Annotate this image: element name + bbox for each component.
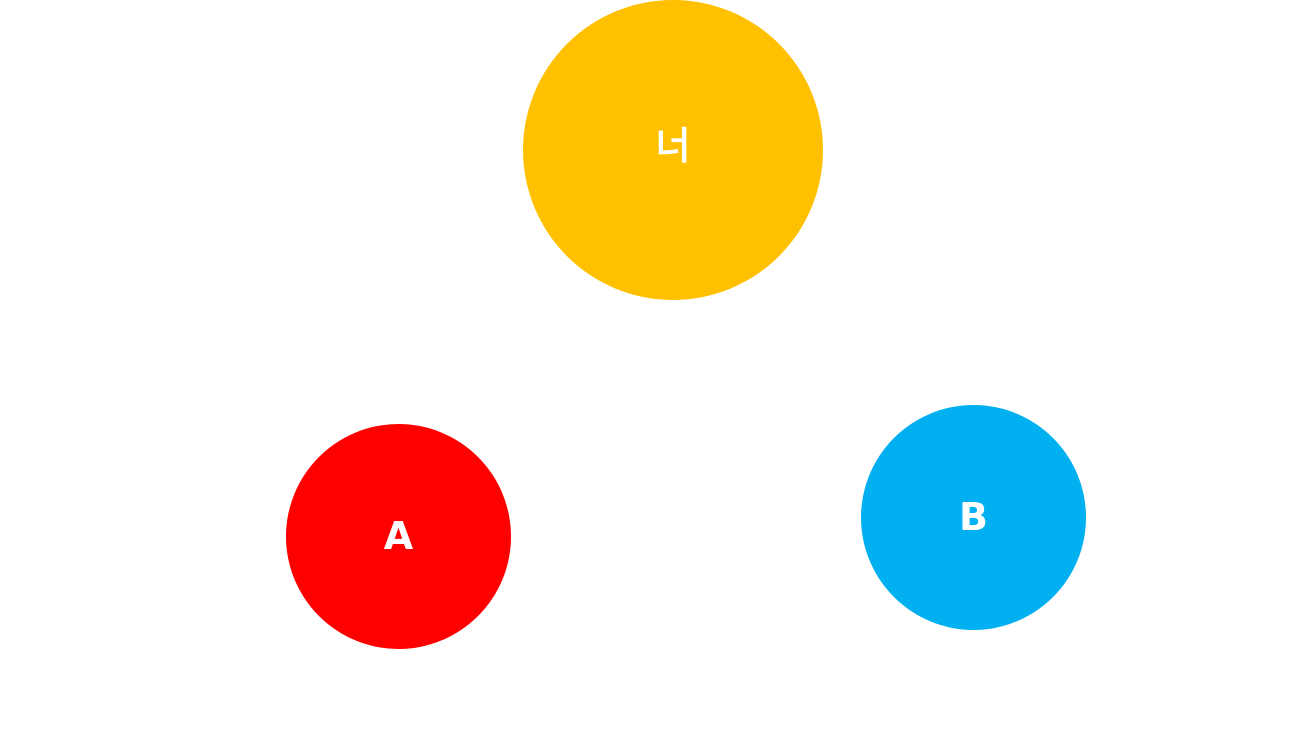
node-label-top: 너 [655, 124, 691, 168]
node-label-b: B [959, 494, 988, 539]
node-circle-b: B [861, 405, 1086, 630]
node-circle-a: A [286, 424, 511, 649]
node-circle-top: 너 [523, 0, 823, 300]
node-label-a: A [383, 513, 414, 558]
